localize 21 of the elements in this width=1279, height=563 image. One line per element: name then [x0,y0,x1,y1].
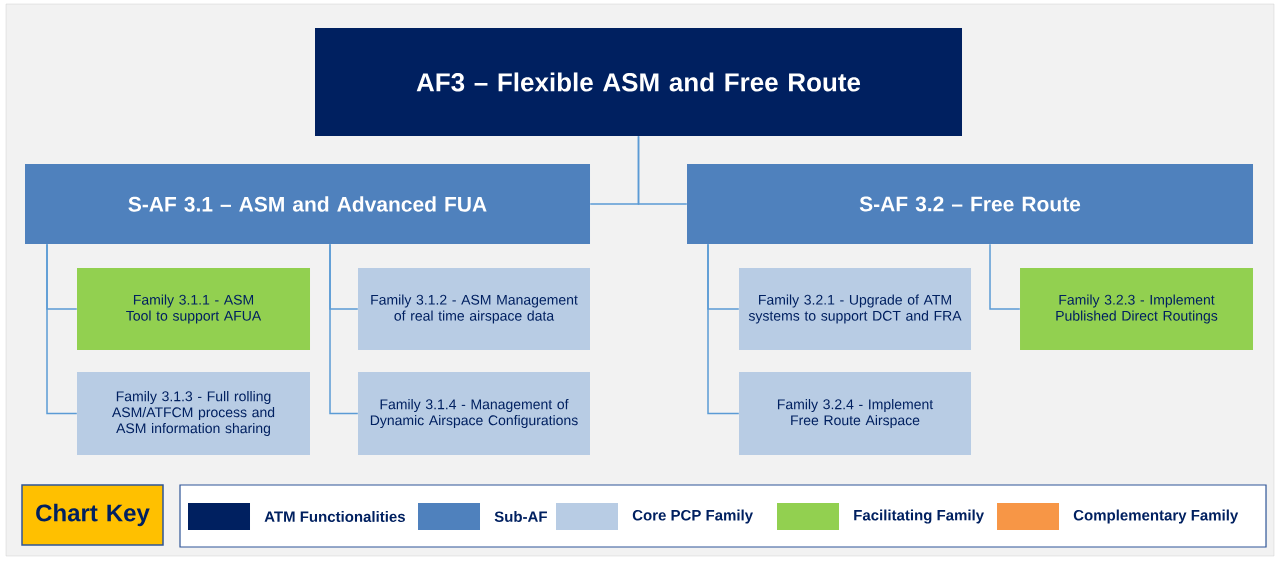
group-box: S-AF 3.1 – ASM and Advanced FUA [25,164,590,244]
family-box: Family 3.1.1 - ASM Tool to support AFUA [77,268,310,350]
connector-line [637,135,688,205]
legend-label: ATM Functionalities [264,511,405,522]
legend-label: Sub-AF [494,511,547,522]
family-box: Family 3.2.1 - Upgrade of ATM systems to support DCT and FRA [739,268,971,350]
key-heading-box: Chart Key [21,484,164,546]
connector-line [989,243,1021,310]
family-box: Family 3.2.4 - Implement Free Route Airspace [739,372,971,455]
family-box: Family 3.1.2 - ASM Management of real time airspace data [358,268,590,350]
connector-line [329,243,359,415]
group-box: S-AF 3.2 – Free Route [687,164,1253,244]
legend-label: Complementary Family [1073,509,1239,524]
legend-label: Core PCP Family [632,509,753,524]
connector-line [707,243,740,415]
family-box: Family 3.1.3 - Full rolling ASM/ATFCM process and ASM information sharing [77,372,310,455]
family-box: Family 3.1.4 - Management of Dynamic Airspace Configurations [358,372,590,455]
family-box: Family 3.2.3 - Implement Published Direct Routings [1020,268,1253,350]
title-box: AF3 – Flexible ASM and Free Route [315,28,962,136]
legend-label: Facilitating Family [854,509,984,524]
connector-line [46,243,78,415]
